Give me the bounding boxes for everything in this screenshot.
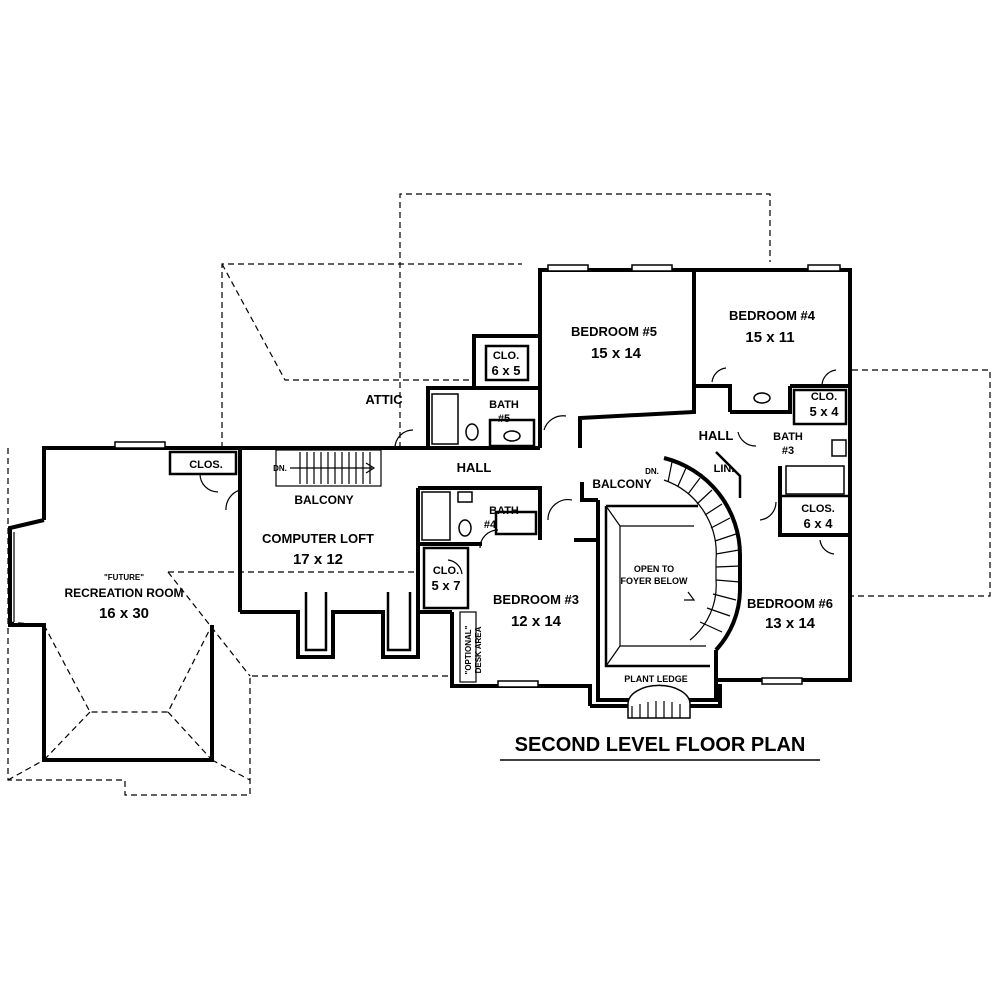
plan-title-text: SECOND LEVEL FLOOR PLAN [515, 734, 806, 756]
bedroom3-size: 12 x 14 [511, 613, 562, 630]
clos-b6-name: CLOS. [801, 503, 835, 515]
bedroom4-name: BEDROOM #4 [729, 308, 816, 323]
foyer-walls [574, 451, 742, 719]
loft-walls [168, 446, 540, 659]
spiral-stair-treads [667, 461, 741, 633]
window-rec [114, 441, 166, 449]
clo-b5-name: CLO. [493, 350, 519, 362]
desk-area-line1: "OPTIONAL" [464, 625, 473, 674]
lin-name: LIN. [714, 463, 735, 475]
bath4-num: #4 [484, 519, 497, 531]
bedroom5-size: 15 x 14 [591, 345, 642, 362]
clos-b6-size: 6 x 4 [804, 516, 834, 531]
attic-name: ATTIC [365, 392, 403, 407]
bath3-name: BATH [773, 431, 803, 443]
recreation-qualifier: "FUTURE" [104, 573, 144, 582]
recreation-size: 16 x 30 [99, 605, 149, 622]
bedroom5-walls [538, 264, 696, 448]
balcony-left-name: BALCONY [294, 493, 353, 507]
hall-main-name: HALL [457, 460, 492, 475]
open-to-line1: OPEN TO [634, 564, 674, 574]
dn-right-label: DN. [645, 467, 659, 476]
recreation-name: RECREATION ROOM [64, 586, 183, 600]
clo-b3-name: CLO. [433, 565, 459, 577]
hall-right-name: HALL [699, 428, 734, 443]
room-labels: BEDROOM #5 15 x 14 BEDROOM #4 15 x 11 BE… [64, 308, 839, 684]
recreation-room-walls [8, 441, 242, 762]
bath3-num: #3 [782, 445, 794, 457]
bath5-walls [394, 334, 540, 449]
bedroom6-size: 13 x 14 [765, 615, 816, 632]
bedroom4-size: 15 x 11 [745, 329, 794, 346]
bedroom6-name: BEDROOM #6 [747, 596, 833, 611]
open-to-line2: FOYER BELOW [621, 576, 689, 586]
bath4-walls [416, 486, 542, 612]
balcony-right-name: BALCONY [592, 477, 651, 491]
bath3-walls [730, 386, 850, 555]
computer-loft-size: 17 x 12 [293, 551, 343, 568]
clos-rec-name: CLOS. [189, 459, 223, 471]
stair-balcony-left [275, 449, 382, 487]
clo-b5-size: 6 x 5 [492, 363, 521, 378]
bedroom6-walls [718, 450, 852, 685]
bath5-name: BATH [489, 399, 519, 411]
dn-left-label: DN. [273, 464, 287, 473]
bedroom4-walls [694, 264, 852, 450]
clo-b4-name: CLO. [811, 391, 837, 403]
plan-title: SECOND LEVEL FLOOR PLAN [500, 734, 820, 761]
plant-ledge-name: PLANT LEDGE [624, 674, 688, 684]
bedroom5-name: BEDROOM #5 [571, 324, 657, 339]
clos-rec-box [168, 450, 238, 476]
clo-b4-size: 5 x 4 [810, 404, 840, 419]
bedroom3-name: BEDROOM #3 [493, 592, 579, 607]
clo-b3-size: 5 x 7 [432, 578, 461, 593]
bath4-name: BATH [489, 505, 519, 517]
bath5-num: #5 [498, 413, 510, 425]
desk-area-line2: DESK AREA [474, 626, 483, 673]
computer-loft-name: COMPUTER LOFT [262, 531, 374, 546]
